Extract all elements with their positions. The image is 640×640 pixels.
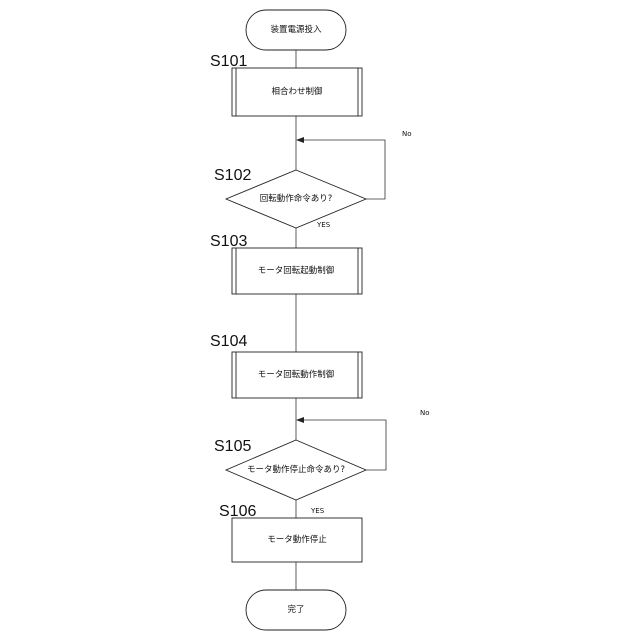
process-box-s103-text: モータ回転起動制御 [258, 265, 335, 276]
step-label-s105: S105 [214, 438, 251, 455]
step-label-s104: S104 [210, 333, 247, 350]
branch-label-s105-yes: YES [310, 507, 325, 515]
process-box-s103: モータ回転起動制御 [232, 248, 362, 294]
step-label-s103: S103 [210, 233, 247, 250]
process-box-s106: モータ動作停止 [232, 518, 362, 562]
process-box-s104-text: モータ回転動作制御 [258, 369, 335, 380]
process-box-s101-text: 相合わせ制御 [271, 86, 322, 97]
start-terminal: 装置電源投入 [246, 10, 346, 50]
branch-label-s102-yes: YES [316, 221, 331, 229]
decision-s102-text: 回転動作命令あり? [260, 193, 333, 204]
branch-label-s105-no: No [420, 409, 430, 417]
process-box-s101: 相合わせ制御 [232, 68, 362, 116]
decision-s105-text: モータ動作停止命令あり? [247, 464, 345, 475]
step-label-s101: S101 [210, 53, 247, 70]
end-terminal-text: 完了 [287, 604, 304, 615]
start-terminal-text: 装置電源投入 [270, 24, 322, 35]
branch-label-s102-no: No [402, 130, 412, 138]
step-label-s106: S106 [219, 503, 256, 520]
step-label-s102: S102 [214, 167, 251, 184]
end-terminal: 完了 [246, 590, 346, 630]
process-box-s106-text: モータ動作停止 [267, 534, 327, 545]
process-box-s104: モータ回転動作制御 [232, 352, 362, 398]
